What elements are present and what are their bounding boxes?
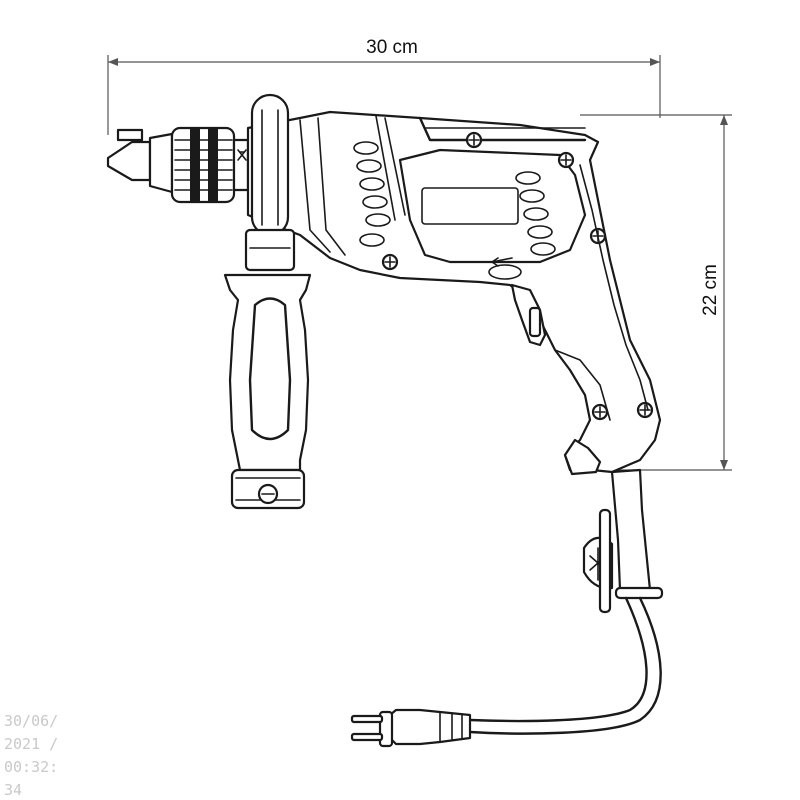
side-handle — [223, 93, 312, 510]
vent-slots-left — [353, 141, 391, 247]
screws — [381, 131, 654, 421]
watermark-line-1: 30/06/ — [4, 712, 58, 730]
plug — [350, 708, 472, 748]
height-label: 22 cm — [700, 264, 721, 316]
width-dimension: 30 cm — [107, 37, 661, 135]
drill-body — [246, 110, 662, 476]
width-label: 30 cm — [366, 37, 418, 58]
vent-slots-right — [515, 171, 556, 256]
drill-chuck — [106, 126, 250, 204]
trigger — [510, 283, 547, 347]
power-cord — [468, 468, 664, 735]
watermark-line-2: 2021 / — [4, 735, 58, 753]
timestamp-watermark: 30/06/ 2021 / 00:32: 34 — [4, 712, 58, 799]
watermark-line-4: 34 — [4, 781, 22, 799]
direction-switch — [488, 257, 522, 280]
chuck-key-holder — [582, 508, 614, 614]
watermark-line-3: 00:32: — [4, 758, 58, 776]
